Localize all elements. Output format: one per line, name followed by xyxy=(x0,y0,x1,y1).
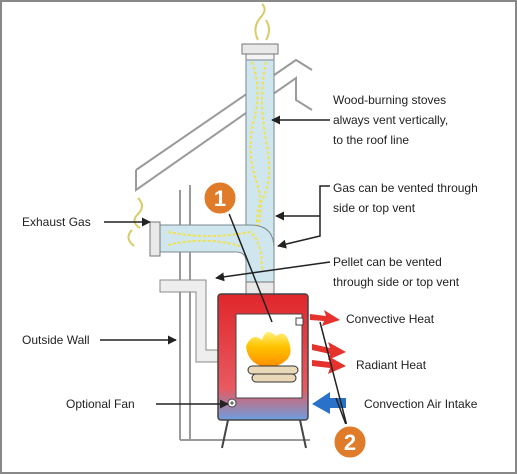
logs xyxy=(247,365,299,383)
label-convection-air-intake: Convection Air Intake xyxy=(364,397,478,411)
marker-1: 1 xyxy=(201,179,239,217)
label-wood-line3: to the roof line xyxy=(333,133,409,147)
label-pellet-line2: through side or top vent xyxy=(333,275,460,289)
stove-body xyxy=(217,293,309,449)
label-pellet-line1: Pellet can be vented xyxy=(333,255,442,269)
label-wood-line2: always vent vertically, xyxy=(333,113,448,127)
label-convective-heat: Convective Heat xyxy=(346,312,435,326)
marker-2-label: 2 xyxy=(344,430,356,455)
label-outside-wall: Outside Wall xyxy=(22,333,90,347)
label-radiant-heat: Radiant Heat xyxy=(356,358,427,372)
label-optional-fan: Optional Fan xyxy=(66,397,135,411)
label-gas-line2: side or top vent xyxy=(333,201,416,215)
label-gas-line1: Gas can be vented through xyxy=(333,181,478,195)
heat-arrows xyxy=(310,310,346,414)
marker-2: 2 xyxy=(331,423,369,461)
label-exhaust-gas: Exhaust Gas xyxy=(22,215,91,229)
side-vent-pipe xyxy=(127,197,275,286)
leader-lines xyxy=(100,115,331,409)
marker-1-label: 1 xyxy=(214,186,226,211)
label-wood-line1: Wood-burning stoves xyxy=(333,93,446,107)
